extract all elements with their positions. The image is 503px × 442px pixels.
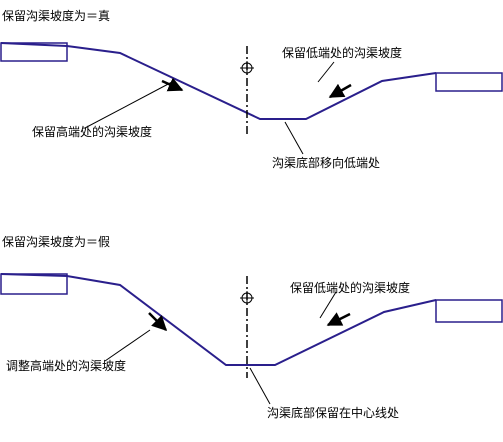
crosshair-circle-icon: [240, 291, 254, 305]
ditch-profile-line: [0, 42, 437, 120]
panel-heading: 保留沟渠坡度为＝真: [2, 8, 110, 23]
leader-line: [284, 121, 304, 155]
leader-line: [319, 291, 337, 319]
panel-heading: 保留沟渠坡度为＝假: [2, 234, 110, 249]
arrow-icon: [161, 77, 184, 92]
arrow-icon: [148, 312, 168, 332]
label-keep-low-slope: 保留低端处的沟渠坡度: [282, 45, 402, 60]
left-road-block: [0, 42, 68, 62]
arrow-icon: [326, 312, 351, 327]
label-adjust-high-slope: 调整高端处的沟渠坡度: [6, 358, 126, 373]
arrow-icon: [328, 83, 352, 99]
leader-line: [84, 81, 173, 129]
ditch-profile-line: [0, 273, 437, 366]
leader-line: [317, 61, 335, 83]
panel-keep-slope-false: 保留沟渠坡度为＝假 保留低端处的沟渠坡度 调整高端处的沟渠坡度 沟渠底部保留在中…: [0, 234, 503, 420]
label-ditch-bottom: 沟渠底部保留在中心线处: [267, 405, 399, 420]
left-road-block: [0, 273, 68, 295]
label-ditch-bottom: 沟渠底部移向低端处: [272, 155, 380, 170]
leader-line: [104, 329, 151, 362]
leader-line: [249, 367, 271, 405]
crosshair-circle-icon: [240, 61, 254, 75]
label-keep-high-slope: 保留高端处的沟渠坡度: [32, 124, 152, 139]
right-road-block: [435, 299, 503, 323]
right-road-block: [435, 72, 503, 92]
panel-keep-slope-true: 保留沟渠坡度为＝真 保留低端处的沟渠坡度 保留高端处的沟渠坡度 沟渠底部移向低端…: [0, 8, 503, 170]
label-keep-low-slope: 保留低端处的沟渠坡度: [290, 280, 410, 295]
